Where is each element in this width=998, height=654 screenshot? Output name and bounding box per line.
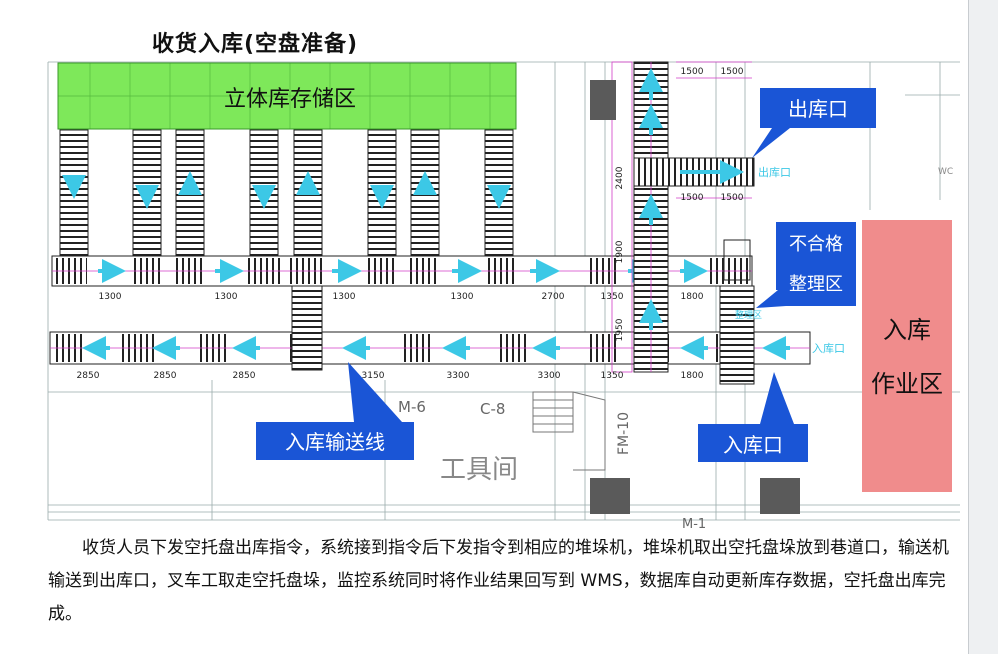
column-block <box>590 478 630 514</box>
dimension-labels: 1300 1300 1300 1300 2700 1350 1800 2850 … <box>77 67 744 381</box>
dimension-label: 1300 <box>99 292 122 302</box>
inbound-small-label: 入库口 <box>812 342 845 355</box>
callout-inbound-line: 入库输送线 <box>256 362 414 460</box>
outbound-branch <box>633 61 755 199</box>
callout-reject-area-label: 整理区 <box>789 274 843 295</box>
dimension-label: 1300 <box>215 292 238 302</box>
column-block <box>590 80 616 120</box>
dimension-label: 2850 <box>154 371 177 381</box>
dimension-label: 1950 <box>615 318 625 341</box>
callout-inbound-port: 入库口 <box>698 372 808 462</box>
stacker-lane <box>132 129 162 256</box>
dimension-label: 3150 <box>362 371 385 381</box>
dimension-label: 3300 <box>447 371 470 381</box>
callout-outbound-port: 出库口 <box>752 88 876 158</box>
process-description: 收货人员下发空托盘出库指令，系统接到指令后下发指令到相应的堆垛机，堆垛机取出空托… <box>48 538 949 624</box>
right-vertical-conveyor <box>611 61 669 373</box>
outbound-small-label: 出库口 <box>758 165 791 179</box>
drawing-labels: 出库口 入库口 整理区 工具间 M-6 C-8 FM-10 M-1 WC <box>398 165 953 532</box>
dimension-label: 1500 <box>721 67 744 77</box>
reject-small-label: 整理区 <box>735 309 762 321</box>
stacker-lane <box>175 129 205 256</box>
callout-outbound-port-label: 出库口 <box>788 97 848 121</box>
m1-label: M-1 <box>682 517 706 532</box>
link-conveyor <box>291 285 323 371</box>
callout-inbound-port-label: 入库口 <box>723 433 783 457</box>
page-edge <box>968 0 998 654</box>
tool-room-label: 工具间 <box>440 455 518 485</box>
reject-conveyor <box>719 285 755 385</box>
stacker-lane <box>249 129 279 256</box>
page-title: 收货入库(空盘准备) <box>152 32 359 57</box>
bottom-conveyor <box>49 331 811 365</box>
dimension-label: 1500 <box>681 193 704 203</box>
stacker-lane <box>410 129 440 256</box>
dimension-label: 2850 <box>77 371 100 381</box>
storage-rack-lines <box>58 63 516 129</box>
storage-zone-label: 立体库存储区 <box>224 87 356 112</box>
stacker-lane <box>484 129 514 256</box>
inbound-work-zone <box>862 220 952 492</box>
dimension-label: 2850 <box>233 371 256 381</box>
callout-inbound-line-label: 入库输送线 <box>285 430 385 454</box>
room-c8-label: C-8 <box>480 400 505 418</box>
wc-label: WC <box>938 167 953 177</box>
dimension-label: 1350 <box>601 292 624 302</box>
callout-reject-area: 不合格 整理区 <box>756 222 856 308</box>
column-block <box>760 478 800 514</box>
stacker-lanes <box>59 129 514 256</box>
reject-box <box>723 239 751 281</box>
fm10-label: FM-10 <box>616 412 632 455</box>
dimension-label: 1800 <box>681 371 704 381</box>
dimension-label: 1300 <box>451 292 474 302</box>
dimension-label: 1500 <box>681 67 704 77</box>
inbound-work-zone-label: 作业区 <box>871 370 943 398</box>
dimension-label: 2700 <box>542 292 565 302</box>
dimension-label: 1500 <box>721 193 744 203</box>
stacker-lane <box>59 129 89 256</box>
dimension-label: 3300 <box>538 371 561 381</box>
dimension-label: 1300 <box>333 292 356 302</box>
stacker-lane <box>367 129 397 256</box>
stairs <box>532 391 606 471</box>
dimension-label: 1800 <box>681 292 704 302</box>
dimension-label: 2400 <box>615 166 625 189</box>
callout-reject-area-label: 不合格 <box>789 234 843 255</box>
inbound-work-zone-label: 入库 <box>883 316 931 344</box>
stacker-lane <box>293 129 323 256</box>
dimension-label: 1900 <box>615 240 625 263</box>
room-m6-label: M-6 <box>398 398 426 416</box>
dimension-label: 1350 <box>601 371 624 381</box>
